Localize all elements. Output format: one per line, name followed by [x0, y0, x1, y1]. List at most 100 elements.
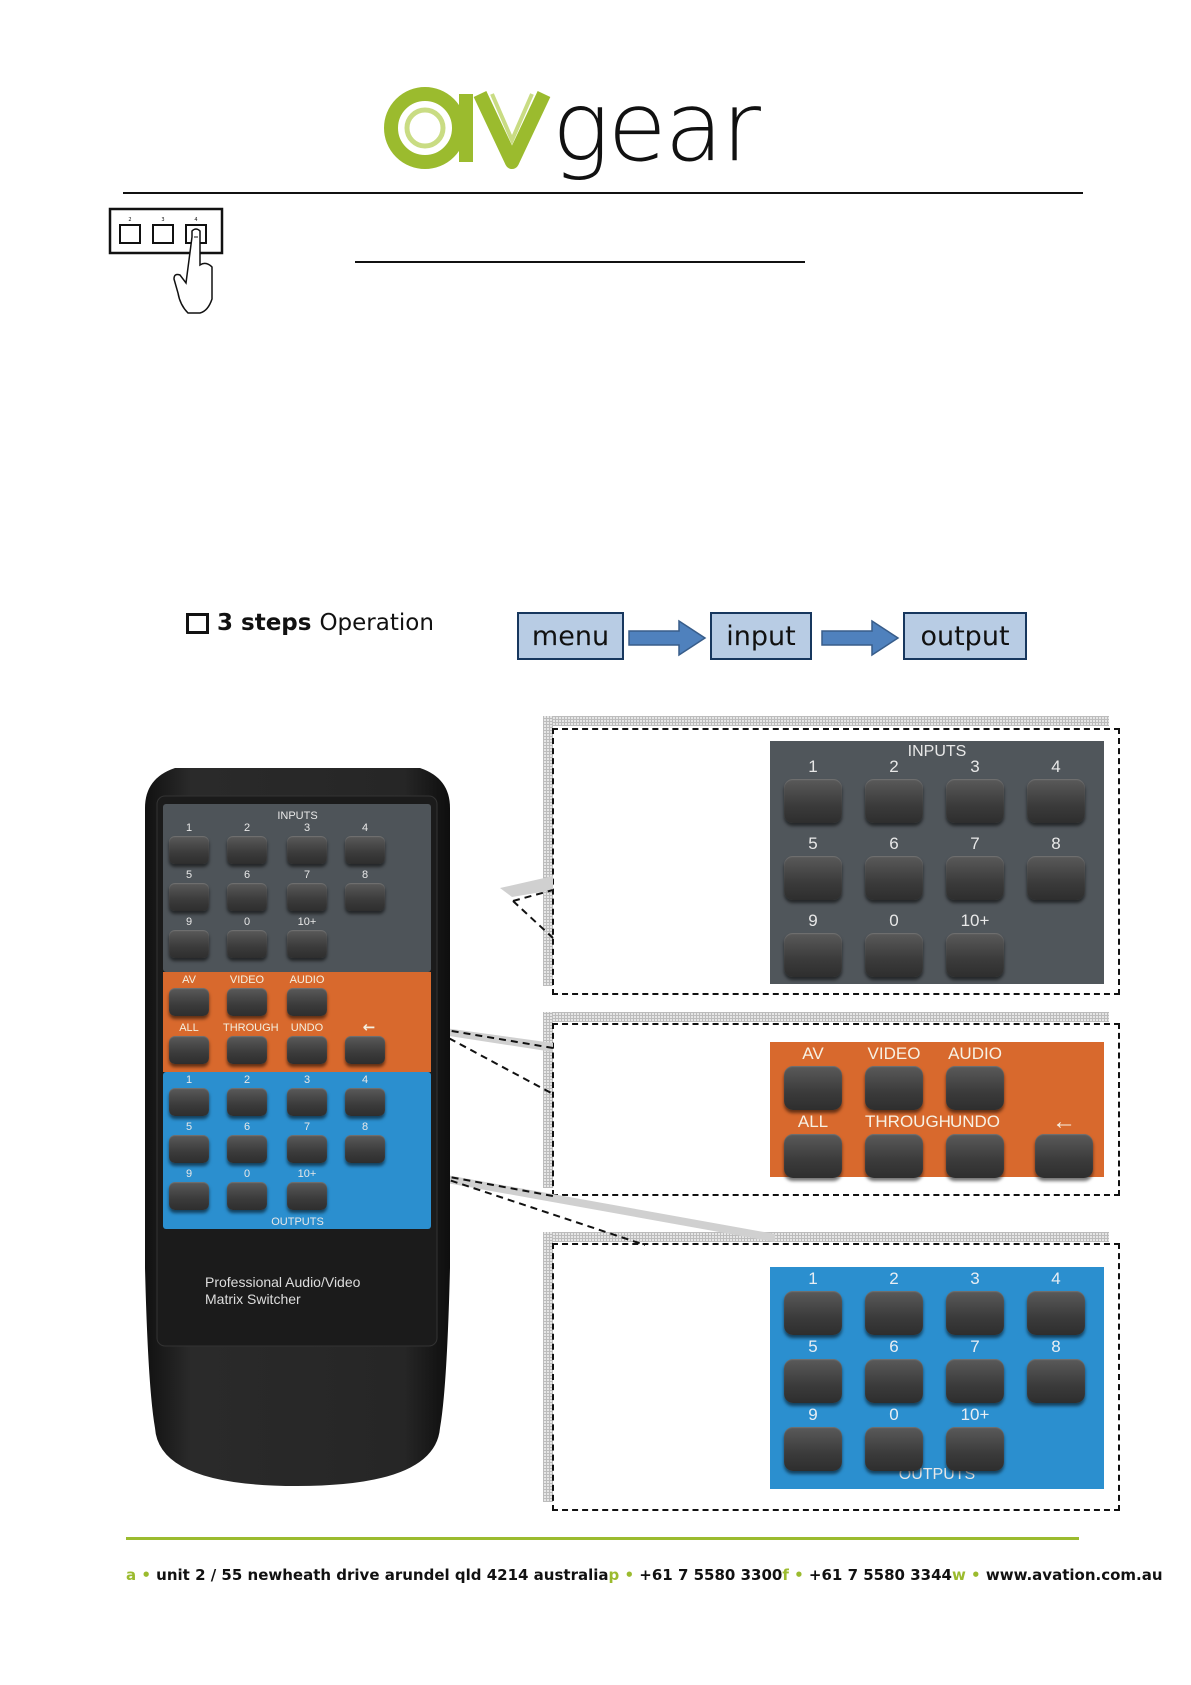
footer-phone-group: p • +61 7 5580 3300: [609, 1566, 783, 1584]
zoom-output-label[interactable]: 0: [889, 1405, 899, 1424]
remote-output-button[interactable]: [287, 1135, 327, 1163]
zoom-output-button[interactable]: [946, 1291, 1004, 1335]
zoom-input-label[interactable]: 8: [1051, 834, 1061, 853]
remote-input-label: 6: [243, 869, 251, 881]
zoom-output-label[interactable]: 8: [1051, 1337, 1061, 1356]
remote-output-button[interactable]: [227, 1182, 267, 1210]
zoom-input-label[interactable]: 9: [808, 911, 818, 930]
remote-output-button[interactable]: [287, 1088, 327, 1116]
zoom-function-label[interactable]: THROUGH: [865, 1112, 951, 1131]
zoom-function-button[interactable]: [865, 1134, 923, 1178]
zoom-input-button[interactable]: [784, 856, 842, 900]
zoom-input-label[interactable]: 1: [808, 757, 818, 776]
zoom-input-label[interactable]: 10+: [960, 911, 990, 930]
zoom-back-button[interactable]: [1035, 1134, 1093, 1178]
callout-shadow: [543, 1012, 1109, 1022]
zoom-output-label[interactable]: 5: [808, 1337, 818, 1356]
left-arrow-icon[interactable]: ←: [1052, 1108, 1076, 1135]
zoom-input-button[interactable]: [865, 933, 923, 977]
remote-back-button[interactable]: [345, 1036, 385, 1064]
zoom-input-button[interactable]: [1027, 779, 1085, 823]
callout-inputs: [552, 728, 1120, 995]
remote-input-button[interactable]: [227, 836, 267, 864]
remote-function-button[interactable]: [287, 1036, 327, 1064]
remote-function-button[interactable]: [227, 988, 267, 1016]
remote-output-label: 5: [185, 1121, 193, 1133]
remote-function-label: THROUGH: [223, 1022, 279, 1034]
remote-input-button[interactable]: [169, 930, 209, 958]
zoom-input-button[interactable]: [865, 856, 923, 900]
zoom-function-button[interactable]: [946, 1134, 1004, 1178]
remote-function-button[interactable]: [227, 1036, 267, 1064]
zoom-function-label[interactable]: UNDO: [949, 1112, 1001, 1131]
remote-input-button[interactable]: [287, 930, 327, 958]
remote-output-button[interactable]: [169, 1182, 209, 1210]
zoom-output-button[interactable]: [865, 1359, 923, 1403]
remote-input-button[interactable]: [345, 883, 385, 911]
remote-function-button[interactable]: [169, 988, 209, 1016]
remote-function-button[interactable]: [287, 988, 327, 1016]
zoom-output-label[interactable]: 6: [889, 1337, 899, 1356]
zoom-output-label[interactable]: 4: [1051, 1269, 1061, 1288]
zoom-output-label[interactable]: 3: [970, 1269, 980, 1288]
zoom-input-button[interactable]: [946, 856, 1004, 900]
zoom-output-button[interactable]: [865, 1291, 923, 1335]
zoom-output-label[interactable]: 2: [889, 1269, 899, 1288]
remote-output-button[interactable]: [227, 1088, 267, 1116]
zoom-output-button[interactable]: [784, 1359, 842, 1403]
remote-input-button[interactable]: [227, 883, 267, 911]
zoom-output-button[interactable]: [946, 1427, 1004, 1471]
zoom-input-label[interactable]: 0: [889, 911, 899, 930]
footer-web: www.avation.com.au: [985, 1566, 1163, 1584]
zoom-input-button[interactable]: [865, 779, 923, 823]
zoom-input-button[interactable]: [1027, 856, 1085, 900]
remote-output-button[interactable]: [169, 1135, 209, 1163]
zoom-input-label[interactable]: 5: [808, 834, 818, 853]
remote-input-button[interactable]: [287, 883, 327, 911]
zoom-input-button[interactable]: [946, 933, 1004, 977]
zoom-function-button[interactable]: [946, 1066, 1004, 1110]
remote-function-button[interactable]: [169, 1036, 209, 1064]
zoom-input-label[interactable]: 6: [889, 834, 899, 853]
zoom-function-label[interactable]: VIDEO: [867, 1044, 921, 1063]
steps-heading: 3 steps Operation: [186, 610, 434, 636]
remote-output-button[interactable]: [345, 1135, 385, 1163]
remote-input-button[interactable]: [287, 836, 327, 864]
zoom-output-label[interactable]: 9: [808, 1405, 818, 1424]
zoom-output-button[interactable]: [946, 1359, 1004, 1403]
zoom-input-label[interactable]: 4: [1051, 757, 1061, 776]
zoom-function-button[interactable]: [784, 1066, 842, 1110]
footer-web-group: w • www.avation.com.au: [952, 1566, 1163, 1584]
remote-input-button[interactable]: [169, 836, 209, 864]
flow-box-output: output: [903, 612, 1027, 660]
zoom-input-label[interactable]: 2: [889, 757, 899, 776]
remote-output-button[interactable]: [287, 1182, 327, 1210]
zoom-output-button[interactable]: [1027, 1359, 1085, 1403]
remote-output-button[interactable]: [169, 1088, 209, 1116]
zoom-function-label[interactable]: ALL: [797, 1112, 829, 1131]
zoom-input-label[interactable]: 3: [970, 757, 980, 776]
zoom-output-button[interactable]: [784, 1427, 842, 1471]
remote-output-button[interactable]: [227, 1135, 267, 1163]
zoom-output-button[interactable]: [865, 1427, 923, 1471]
zoom-output-label[interactable]: 7: [970, 1337, 980, 1356]
zoom-output-button[interactable]: [1027, 1291, 1085, 1335]
remote-function-label: AUDIO: [289, 974, 325, 986]
remote-output-button[interactable]: [345, 1088, 385, 1116]
remote-input-button[interactable]: [345, 836, 385, 864]
zoom-input-button[interactable]: [784, 779, 842, 823]
zoom-input-button[interactable]: [946, 779, 1004, 823]
zoom-function-label[interactable]: AV: [802, 1044, 824, 1063]
svg-text:gear: gear: [552, 71, 762, 183]
zoom-output-label[interactable]: 10+: [960, 1405, 990, 1424]
zoom-function-label[interactable]: AUDIO: [948, 1044, 1002, 1063]
remote-input-button[interactable]: [227, 930, 267, 958]
zoom-function-button[interactable]: [784, 1134, 842, 1178]
zoom-input-button[interactable]: [784, 933, 842, 977]
flow-box-menu: menu: [517, 612, 624, 660]
zoom-output-label[interactable]: 1: [808, 1269, 818, 1288]
zoom-function-button[interactable]: [865, 1066, 923, 1110]
zoom-output-button[interactable]: [784, 1291, 842, 1335]
remote-input-button[interactable]: [169, 883, 209, 911]
zoom-input-label[interactable]: 7: [970, 834, 980, 853]
